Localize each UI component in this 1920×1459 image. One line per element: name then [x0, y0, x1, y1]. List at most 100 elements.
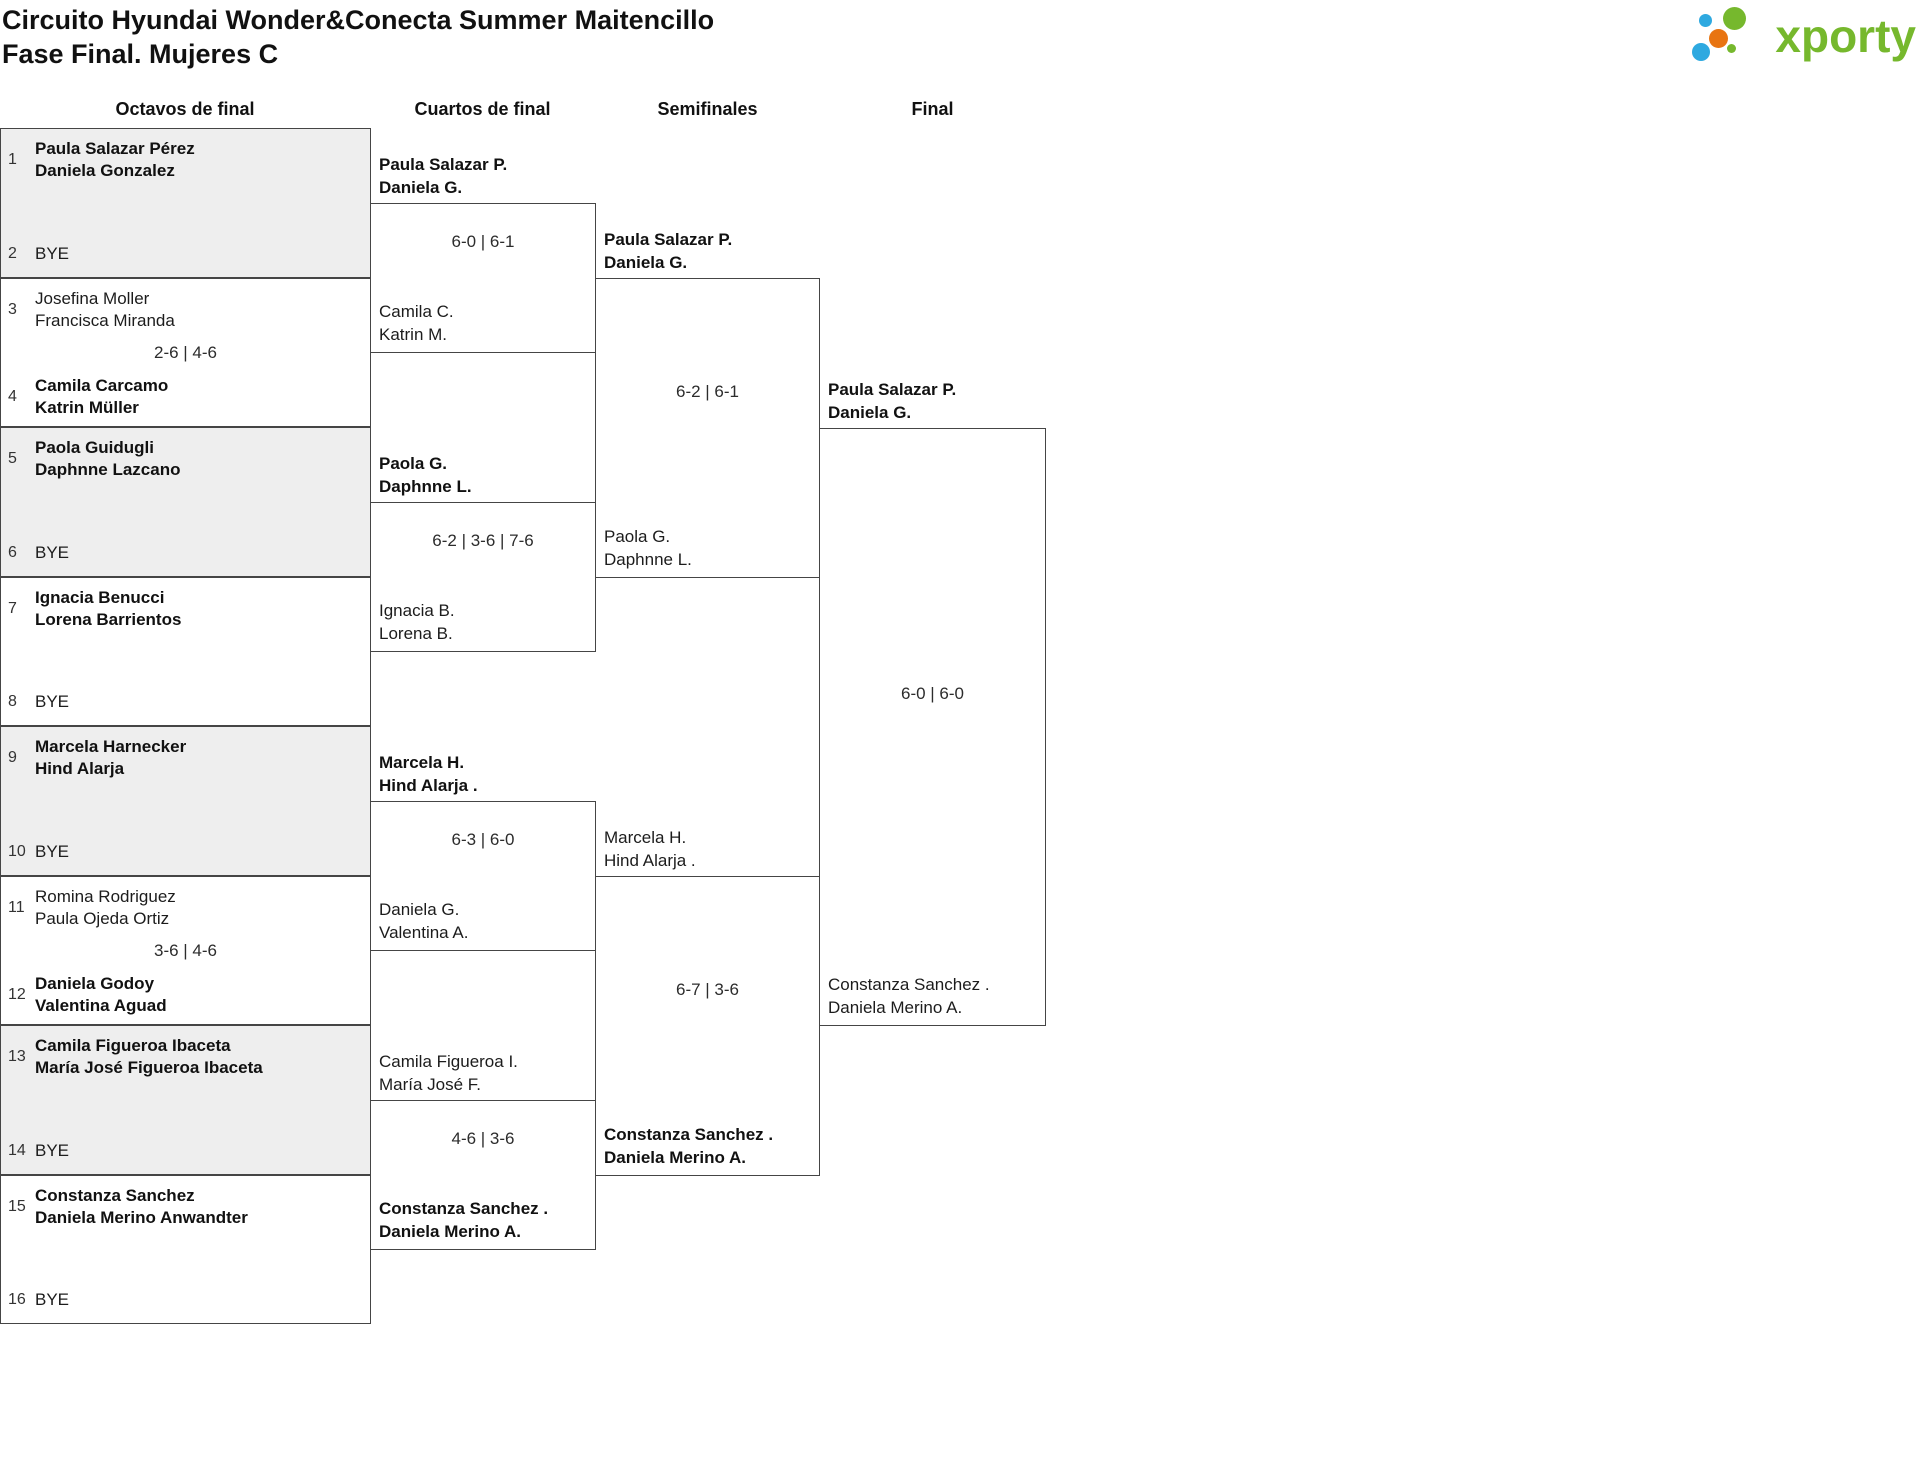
team-entry: 3 Josefina Moller Francisca Miranda: [8, 288, 364, 332]
player-name: María José Figueroa Ibaceta: [35, 1058, 263, 1077]
qf-match-3: Marcela H. Hind Alarja . 6-3 | 6-0 Danie…: [370, 753, 596, 951]
logo-wordmark: xporty: [1775, 10, 1916, 62]
team-entry: Paola G. Daphnne L.: [379, 452, 591, 498]
player-name: Paola G.: [379, 454, 448, 473]
r16-match-3: 5 Paola Guidugli Daphnne Lazcano 6 BYE: [0, 427, 371, 577]
player-name: Daniela G.: [604, 253, 688, 272]
bye-entry: 6 BYE: [8, 542, 364, 564]
team-entry: 11 Romina Rodriguez Paula Ojeda Ortiz: [8, 886, 364, 930]
player-name: Daniela Godoy: [35, 974, 155, 993]
logo-dot-icon: [1723, 7, 1746, 30]
logo-dot-icon: [1692, 43, 1710, 61]
player-name: Constanza Sanchez .: [828, 975, 990, 994]
player-name: Constanza Sanchez .: [604, 1125, 774, 1144]
team-entry: Constanza Sanchez . Daniela Merino A.: [379, 1197, 591, 1243]
tournament-phase-subtitle: Fase Final. Mujeres C: [2, 39, 279, 69]
team-entry: Paula Salazar P. Daniela G.: [379, 153, 591, 199]
player-name: Daniela Gonzalez: [35, 161, 175, 180]
bye-entry: 10 BYE: [8, 841, 364, 863]
player-name: Ignacia Benucci: [35, 588, 165, 607]
player-name: Paula Salazar P.: [379, 155, 508, 174]
match-score: 6-0 | 6-1: [451, 232, 515, 251]
player-name: Paula Salazar P.: [828, 380, 957, 399]
player-name: Constanza Sanchez: [35, 1186, 195, 1205]
seed-number: 1: [8, 151, 17, 168]
qf-match-2: Paola G. Daphnne L. 6-2 | 3-6 | 7-6 Igna…: [370, 454, 596, 652]
r16-match-6: 11 Romina Rodriguez Paula Ojeda Ortiz 3-…: [0, 876, 371, 1025]
player-name: Paola G.: [604, 527, 671, 546]
seed-number: 14: [8, 1142, 26, 1159]
team-entry: Camila C. Katrin M.: [379, 300, 591, 346]
player-name: Paula Salazar Pérez: [35, 139, 195, 158]
logo-dot-icon: [1699, 14, 1712, 27]
bye-entry: 14 BYE: [8, 1140, 364, 1162]
seed-number: 4: [8, 388, 17, 405]
player-name: Daphnne Lazcano: [35, 460, 181, 479]
r16-match-5: 9 Marcela Harnecker Hind Alarja 10 BYE: [0, 726, 371, 876]
player-name: Daphnne L.: [604, 550, 692, 569]
seed-number: 8: [8, 693, 17, 710]
team-entry: Marcela H. Hind Alarja .: [604, 826, 815, 872]
round-header-semifinales: Semifinales: [657, 99, 758, 119]
player-name: María José F.: [379, 1075, 482, 1094]
round-header-final: Final: [911, 99, 954, 119]
final-match: Paula Salazar P. Daniela G. 6-0 | 6-0 Co…: [819, 380, 1046, 1026]
team-entry: Constanza Sanchez . Daniela Merino A.: [828, 973, 1041, 1019]
qf-match-4: Camila Figueroa I. María José F. 4-6 | 3…: [370, 1052, 596, 1250]
player-name: Lorena Barrientos: [35, 610, 182, 629]
player-name: Valentina Aguad: [35, 996, 167, 1015]
match-score: 6-0 | 6-0: [900, 684, 964, 703]
player-name: Daniela G.: [379, 900, 460, 919]
team-entry: Camila Figueroa I. María José F.: [379, 1050, 591, 1096]
seed-number: 13: [8, 1048, 26, 1065]
player-name: Paula Salazar P.: [604, 230, 733, 249]
player-name: Camila Figueroa I.: [379, 1052, 518, 1071]
r16-match-7: 13 Camila Figueroa Ibaceta María José Fi…: [0, 1025, 371, 1175]
bye-label: BYE: [35, 692, 70, 711]
r16-match-8: 15 Constanza Sanchez Daniela Merino Anwa…: [0, 1175, 371, 1324]
bye-label: BYE: [35, 1290, 70, 1309]
round-header-octavos: Octavos de final: [115, 99, 255, 119]
match-score: 6-7 | 3-6: [675, 980, 739, 999]
player-name: Camila Carcamo: [35, 376, 169, 395]
bye-label: BYE: [35, 543, 70, 562]
seed-number: 11: [8, 899, 25, 916]
player-name: Ignacia B.: [379, 601, 455, 620]
seed-number: 9: [8, 749, 17, 766]
match-score: 2-6 | 4-6: [153, 342, 217, 362]
player-name: Katrin M.: [379, 325, 448, 344]
player-name: Hind Alarja .: [379, 776, 478, 795]
team-entry: 9 Marcela Harnecker Hind Alarja: [8, 736, 364, 780]
match-score: 6-2 | 3-6 | 7-6: [432, 531, 534, 550]
player-name: Romina Rodriguez: [35, 887, 176, 906]
tournament-title-line1: Circuito Hyundai Wonder&Conecta Summer M…: [2, 5, 715, 35]
seed-number: 6: [8, 544, 17, 561]
team-entry: Paola G. Daphnne L.: [604, 525, 815, 571]
player-name: Hind Alarja: [35, 759, 125, 778]
round-header-cuartos: Cuartos de final: [414, 99, 551, 119]
bye-label: BYE: [35, 842, 70, 861]
player-name: Daniela G.: [379, 178, 463, 197]
match-score: 4-6 | 3-6: [451, 1129, 515, 1148]
player-name: Francisca Miranda: [35, 311, 175, 330]
seed-number: 16: [8, 1291, 26, 1308]
seed-number: 2: [8, 245, 17, 262]
team-entry: 15 Constanza Sanchez Daniela Merino Anwa…: [8, 1185, 364, 1229]
seed-number: 10: [8, 843, 26, 860]
player-name: Daniela G.: [828, 403, 912, 422]
player-name: Paula Ojeda Ortiz: [35, 909, 170, 928]
player-name: Daniela Merino A.: [379, 1222, 522, 1241]
seed-number: 12: [8, 986, 26, 1003]
seed-number: 7: [8, 600, 17, 617]
player-name: Hind Alarja .: [604, 851, 696, 870]
bye-entry: 2 BYE: [8, 243, 364, 265]
player-name: Daniela Merino A.: [604, 1148, 747, 1167]
r16-match-1: 1 Paula Salazar Pérez Daniela Gonzalez 2…: [0, 128, 371, 278]
player-name: Marcela H.: [379, 753, 465, 772]
sf-match-1: Paula Salazar P. Daniela G. 6-2 | 6-1 Pa…: [595, 230, 820, 578]
tournament-title: Circuito Hyundai Wonder&Conecta Summer M…: [2, 3, 714, 71]
seed-number: 5: [8, 450, 17, 467]
team-entry: Constanza Sanchez . Daniela Merino A.: [604, 1123, 815, 1169]
sf-match-2: Marcela H. Hind Alarja . 6-7 | 3-6 Const…: [595, 828, 820, 1176]
